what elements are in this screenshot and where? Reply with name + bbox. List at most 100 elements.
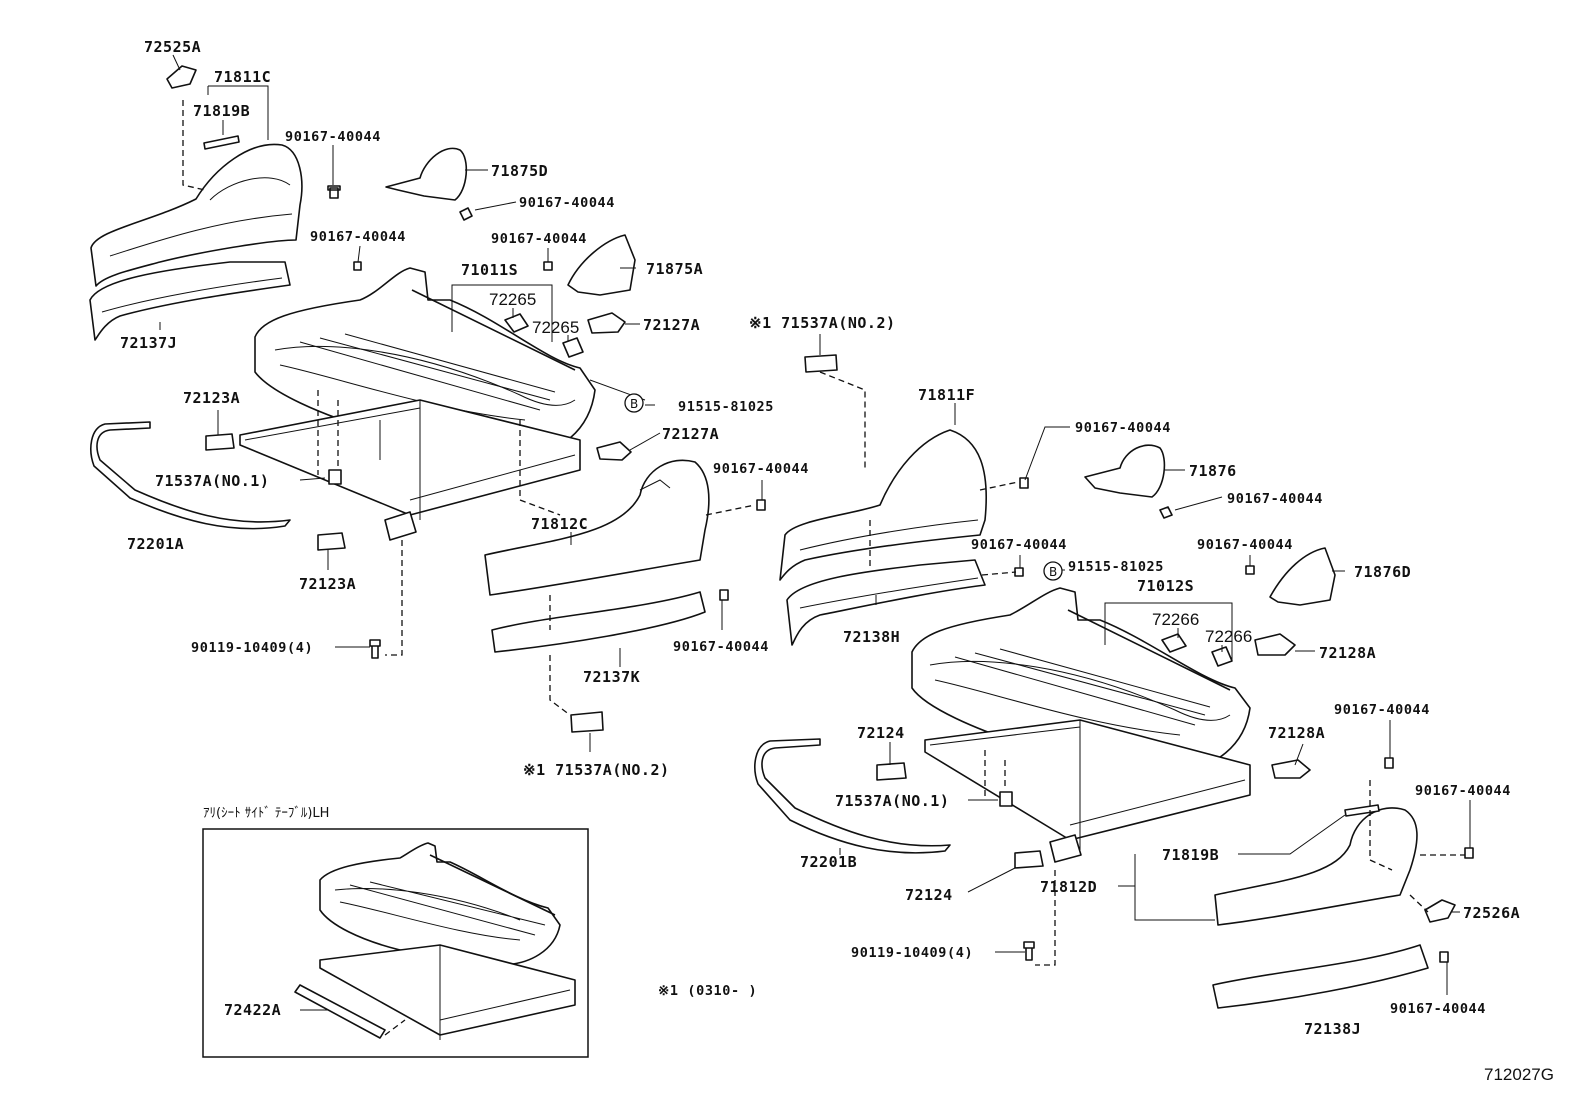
right-seat-group	[754, 429, 1474, 1009]
part-71819B-b-shape	[1344, 804, 1380, 817]
label-72201B: 72201B	[800, 853, 857, 871]
part-71812D-shape	[1214, 807, 1418, 926]
label-90167-j: 90167-40044	[673, 639, 769, 655]
part-72124-a-shape	[876, 762, 907, 781]
label-72266-a: 72266	[1152, 610, 1199, 629]
label-71876D: 71876D	[1354, 563, 1411, 581]
label-71811C: 71811C	[214, 68, 271, 86]
part-72127A-a-shape	[587, 312, 626, 334]
part-72128A-a-shape	[1254, 633, 1296, 656]
label-72137J: 72137J	[120, 334, 177, 352]
label-71812D: 71812D	[1040, 878, 1097, 896]
label-71012S: 71012S	[1137, 577, 1194, 595]
dashed-lines	[182, 100, 1465, 966]
part-72525A-shape	[166, 65, 197, 89]
label-72138J: 72138J	[1304, 1020, 1361, 1038]
label-72265-b: 72265	[532, 318, 579, 337]
part-71811F-shape	[779, 429, 988, 581]
label-90167-c: 90167-40044	[310, 229, 406, 245]
label-71011S: 71011S	[461, 261, 518, 279]
part-72127A-b-shape	[596, 441, 632, 461]
label-72265-a: 72265	[489, 290, 536, 309]
part-72138H-shape	[786, 559, 986, 646]
label-72526A: 72526A	[1463, 904, 1520, 922]
part-72422A-shape	[294, 984, 386, 1039]
label-72127A-a: 72127A	[643, 316, 700, 334]
part-71819B-shape	[203, 135, 240, 150]
label-90167-k: 90167-40044	[1334, 702, 1430, 718]
label-figure-code: 712027G	[1484, 1065, 1554, 1084]
left-seat-group	[89, 65, 838, 733]
part-71876-shape	[1084, 444, 1166, 498]
label-72266-b: 72266	[1205, 627, 1252, 646]
label-71537A-no1-a: 71537A(NO.1)	[155, 472, 269, 490]
label-71819B-a: 71819B	[193, 102, 250, 120]
part-72123A-a-shape	[205, 433, 235, 451]
label-90167-m: 90167-40044	[1390, 1001, 1486, 1017]
label-90167-a: 90167-40044	[285, 129, 381, 145]
label-90167-d: 90167-40044	[491, 231, 587, 247]
label-72124-b: 72124	[905, 886, 953, 904]
label-72201A: 72201A	[127, 535, 184, 553]
inset-box	[202, 828, 589, 1058]
part-72128A-b-shape	[1271, 759, 1311, 779]
part-72124-b-shape	[1014, 850, 1044, 869]
part-71537A-no1-b-shape	[999, 791, 1013, 807]
part-72266-b-shape	[1211, 646, 1233, 667]
label-71812C: 71812C	[531, 515, 588, 533]
label-72127A-b: 72127A	[662, 425, 719, 443]
label-71876: 71876	[1189, 462, 1237, 480]
label-B-b: B	[1049, 565, 1057, 579]
label-90167-e: 90167-40044	[1075, 420, 1171, 436]
label-71537A-no1-b: 71537A(NO.1)	[835, 792, 949, 810]
part-71875A-shape	[567, 234, 636, 296]
part-71876D-shape	[1269, 547, 1336, 606]
label-90167-i: 90167-40044	[1197, 537, 1293, 553]
label-90167-b: 90167-40044	[519, 195, 615, 211]
part-72526A-shape	[1424, 899, 1456, 923]
label-90167-h: 90167-40044	[971, 537, 1067, 553]
part-72201B-shape	[754, 738, 951, 854]
label-90167-f: 90167-40044	[713, 461, 809, 477]
label-72138H: 72138H	[843, 628, 900, 646]
bolt-icons-right	[1014, 477, 1474, 963]
label-71819B-b: 71819B	[1162, 846, 1219, 864]
part-72138J-shape	[1212, 944, 1429, 1009]
part-71537A-no1-a-shape	[328, 469, 342, 485]
label-B-a: B	[630, 397, 638, 411]
part-72123A-b-shape	[317, 532, 346, 551]
part-72265-a-shape	[504, 313, 529, 333]
label-90167-l: 90167-40044	[1415, 783, 1511, 799]
part-71011S-rod	[411, 289, 576, 371]
label-note: ※1 (0310- )	[658, 983, 757, 999]
right-rail-foot	[1049, 834, 1082, 863]
part-71537A-no2-bot-shape	[570, 711, 604, 733]
leader-lines	[159, 54, 1471, 1011]
label-71811F: 71811F	[918, 386, 975, 404]
labels: 72525A 71811C 71819B 90167-40044 71875D …	[120, 38, 1554, 1084]
part-72201A-shape	[90, 421, 291, 530]
label-72128A-b: 72128A	[1268, 724, 1325, 742]
label-71537A-no2-top: ※1 71537A(NO.2)	[749, 314, 896, 332]
label-90119-b: 90119-10409(4)	[851, 945, 973, 961]
part-71875D-shape	[385, 147, 468, 201]
label-72123A-a: 72123A	[183, 389, 240, 407]
label-72422A: 72422A	[224, 1001, 281, 1019]
label-90167-g: 90167-40044	[1227, 491, 1323, 507]
part-72137K-shape	[491, 591, 706, 653]
part-71012S-rod	[1067, 609, 1231, 691]
label-72123A-b: 72123A	[299, 575, 356, 593]
part-71812C-shape	[484, 459, 710, 596]
label-90119-a: 90119-10409(4)	[191, 640, 313, 656]
part-71537A-no2-top-shape	[804, 354, 838, 373]
label-72128A-a: 72128A	[1319, 644, 1376, 662]
label-71875D: 71875D	[491, 162, 548, 180]
label-91515-a: 91515-81025	[678, 399, 774, 415]
b-marker-b	[1043, 561, 1063, 581]
label-72137K: 72137K	[583, 668, 640, 686]
label-72525A: 72525A	[144, 38, 201, 56]
part-72265-b-shape	[562, 337, 584, 358]
label-91515-b: 91515-81025	[1068, 559, 1164, 575]
label-inset-title: ｱﾘ(ｼｰﾄ ｻｲﾄﾞ ﾃｰﾌﾞﾙ)LH	[203, 806, 329, 821]
